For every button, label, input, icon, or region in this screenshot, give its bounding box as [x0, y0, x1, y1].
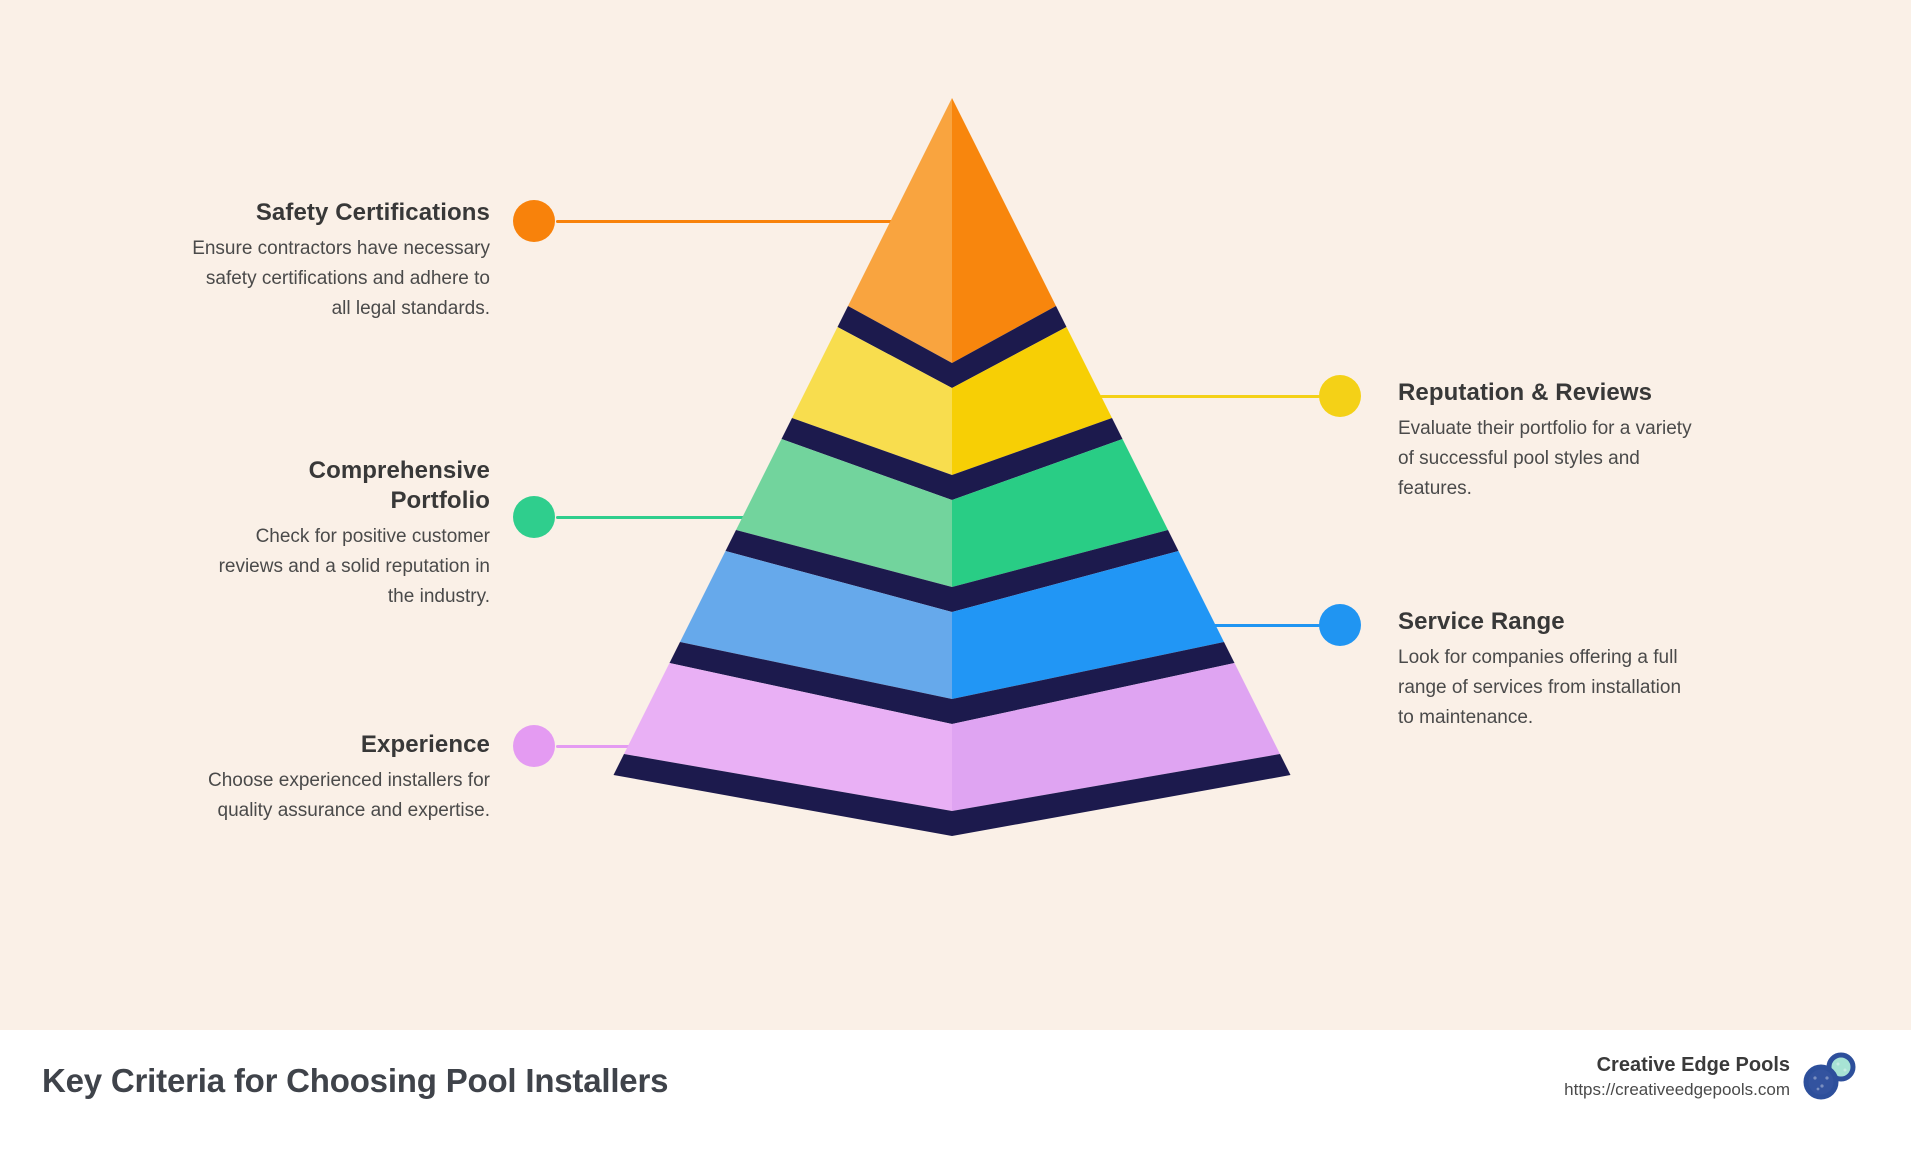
criterion-description: Look for companies offering a full range… — [1398, 647, 1682, 728]
connector-line-safety-certifications — [556, 220, 906, 223]
pyramid-separator-5 — [613, 754, 1291, 836]
criterion-title: Service Range — [1398, 608, 1565, 635]
connector-line-service-range — [1212, 624, 1320, 627]
pyramid-separator-1 — [837, 306, 1067, 388]
brand-url: https://creativeedgepools.com — [1564, 1080, 1790, 1099]
label-block-service-range: Service Range Look for companies offerin… — [1398, 607, 1698, 733]
pyramid-level-5-right-face — [952, 663, 1280, 811]
pyramid-level-4-left-face — [680, 551, 952, 699]
pool-logo-icon — [1803, 1052, 1856, 1100]
pyramid-separator-4 — [669, 642, 1235, 724]
pyramid-level-1-right-face — [952, 98, 1056, 363]
connector-line-experience — [556, 745, 640, 748]
label-block-safety-certifications: Safety Certifications Ensure contractors… — [188, 198, 490, 324]
criterion-title: Experience — [360, 731, 490, 758]
pyramid-separator-2 — [781, 418, 1123, 500]
brand-name: Creative Edge Pools — [1596, 1054, 1790, 1076]
pyramid-level-1-left-face — [848, 98, 952, 363]
pyramid-level-4-right-face — [952, 551, 1224, 699]
pyramid-level-5-left-face — [624, 663, 952, 811]
criterion-title: Safety Certifications — [255, 199, 490, 226]
pyramid-diagram-area: Safety Certifications Ensure contractors… — [188, 98, 1698, 836]
bullet-dot-comprehensive-portfolio — [513, 496, 555, 538]
criterion-description: Ensure contractors have necessary safety… — [192, 238, 490, 319]
bullet-dot-reputation-reviews — [1319, 375, 1361, 417]
pyramid-level-2-right-face — [952, 327, 1112, 475]
pyramid-level-3-right-face — [952, 439, 1168, 587]
criterion-description: Check for positive customer reviews and … — [218, 526, 490, 607]
connector-line-reputation-reviews — [1100, 395, 1320, 398]
page-title: Key Criteria for Choosing Pool Installer… — [42, 1062, 669, 1099]
bullet-dot-service-range — [1319, 604, 1361, 646]
criterion-description: Evaluate their portfolio for a variety o… — [1398, 418, 1692, 499]
pyramid-diagram — [613, 98, 1291, 836]
criterion-title: Comprehensive Portfolio — [308, 457, 490, 514]
label-block-comprehensive-portfolio: Comprehensive Portfolio Check for positi… — [188, 456, 490, 612]
footer-bar: Key Criteria for Choosing Pool Installer… — [0, 1030, 1911, 1160]
bullet-dot-safety-certifications — [513, 200, 555, 242]
connector-line-comprehensive-portfolio — [556, 516, 752, 519]
brand-block: Creative Edge Pools https://creativeedge… — [1564, 1052, 1790, 1102]
pyramid-level-3-left-face — [736, 439, 952, 587]
criterion-description: Choose experienced installers for qualit… — [208, 770, 490, 821]
pool-logo-left-lobe — [1803, 1064, 1839, 1100]
criterion-title: Reputation & Reviews — [1398, 379, 1653, 406]
pyramid-level-2-left-face — [792, 327, 952, 475]
pool-logo-texture — [1813, 1062, 1847, 1091]
label-block-reputation-reviews: Reputation & Reviews Evaluate their port… — [1398, 378, 1698, 504]
bullet-dot-experience — [513, 725, 555, 767]
label-block-experience: Experience Choose experienced installers… — [188, 730, 490, 826]
pyramid-separator-3 — [725, 530, 1179, 612]
